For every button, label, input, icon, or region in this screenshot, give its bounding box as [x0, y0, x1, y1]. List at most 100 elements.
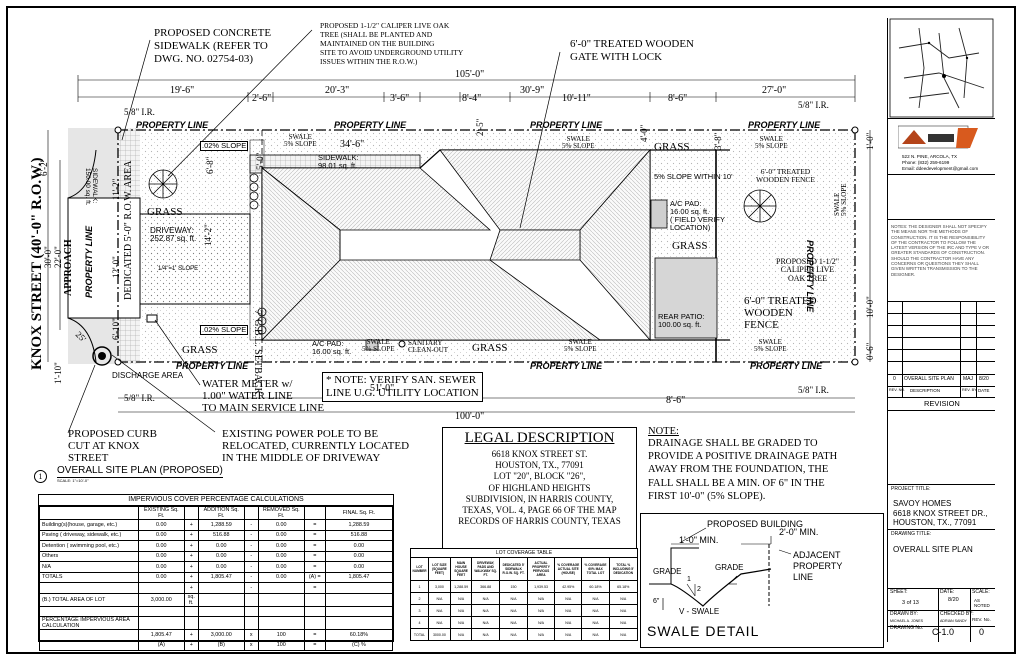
sheet-value: 3 of 13: [902, 600, 919, 606]
lot-coverage-cell: N/A: [449, 616, 473, 629]
impervious-cell: 100: [257, 639, 305, 651]
impervious-cell: 516.88: [197, 529, 245, 541]
impervious-cell: [257, 616, 305, 630]
scale-label: SCALE:: [972, 589, 990, 595]
impervious-cell: [243, 605, 259, 617]
drawn-by-label: DRAWN BY:: [890, 611, 918, 617]
impervious-cell: +: [183, 639, 199, 651]
impervious-cell: -: [243, 519, 259, 531]
plan-title: OVERALL SITE PLAN (PROPOSED): [57, 465, 223, 478]
impervious-cell: =: [303, 540, 326, 552]
impervious-cell: -: [243, 529, 259, 541]
checked-by-value: ADRIAN SANDY: [940, 619, 967, 623]
lot-coverage-cell: N/A: [527, 616, 556, 629]
note-line: FALL SHALL BE A MIN. OF 6" IN THE: [648, 477, 825, 489]
table-row: +-=: [39, 582, 394, 594]
lot-coverage-header: % COVERAGE ACTUAL SITE (HOUSE): [554, 557, 583, 581]
impervious-cell: =: [303, 582, 326, 594]
note-line: DRAINAGE SHALL BE GRADED TO: [648, 438, 818, 449]
lot-coverage-header: DRIVEWAY, PADS AND WALKWAY SQ. FT.: [471, 557, 500, 581]
impervious-cell: [324, 582, 394, 594]
dim-1-0: 1'-0": [865, 132, 875, 150]
impervious-cell: +: [183, 519, 199, 531]
dim-6-10: 6'-10": [111, 318, 121, 340]
impervious-cell: x: [243, 629, 259, 641]
impervious-cell: [197, 605, 245, 617]
lot-coverage-cell: N/A: [498, 628, 529, 641]
dim-4-0: 4'-0": [639, 124, 649, 142]
impervious-header: [303, 506, 326, 520]
swale-min1: 1'-0" MIN.: [679, 535, 719, 545]
swale-six: 6": [653, 598, 660, 605]
lot-coverage-title: LOT COVERAGE TABLE: [410, 548, 638, 557]
ir-bottom-left: 5/8" I.R.: [124, 393, 155, 403]
property-line-left: PROPERTY LINE: [84, 225, 94, 298]
impervious-cell: [183, 605, 199, 617]
impervious-cell: 0.00: [324, 550, 394, 562]
sidewalk-row-label: SIDEWALK: 150.00 sq. ft.: [84, 168, 98, 206]
impervious-cell: 3,000.00: [137, 592, 185, 607]
dim-10-0: 10'-0": [865, 296, 875, 318]
lot-coverage-cell: N/A: [449, 628, 473, 641]
legal-line: RECORDS OF HARRIS COUNTY, TEXAS: [458, 516, 621, 527]
impervious-cell: +: [183, 582, 199, 594]
legal-line: OF HIGHLAND HEIGHTS: [488, 482, 591, 493]
dim-5-0: 5'-0": [255, 152, 265, 170]
legal-line: TEXAS, VOL. 4, PAGE 66 OF THE MAP: [462, 505, 617, 516]
lot-coverage-cell: 150: [498, 580, 529, 593]
sheet-label: SHEET:: [890, 589, 908, 595]
lot-coverage-cell: TOTAL: [409, 628, 430, 641]
ac-pad-left: A/C PAD:16.00 sq. ft.: [312, 339, 352, 356]
dim-12-0: 12'-0": [111, 256, 121, 278]
impervious-cell: 0.00: [257, 540, 305, 552]
impervious-cell: [303, 605, 326, 617]
impervious-table: EXISTING Sq. Ft.ADDITION Sq. Ft.REMOVED …: [39, 506, 394, 651]
drawing-no: C-1.0: [932, 627, 955, 637]
driveway-area: DRIVEWAY:252.87 sq. ft.: [150, 226, 197, 244]
project-title-label: PROJECT TITLE:: [891, 486, 931, 492]
impervious-cell: 0.00: [324, 540, 394, 552]
impervious-header: ADDITION Sq. Ft.: [197, 506, 245, 520]
legal-title: LEGAL DESCRIPTION: [464, 430, 615, 446]
impervious-cell: =: [303, 550, 326, 562]
impervious-cell: [183, 616, 199, 630]
grass-bottom-left: GRASS: [182, 344, 218, 356]
site-plan-drawing: [47, 29, 871, 434]
impervious-table-box: IMPERVIOUS COVER PERCENTAGE CALCULATIONS…: [38, 494, 394, 651]
impervious-cell: +: [183, 571, 199, 583]
approach-label: APPROACH: [63, 239, 74, 296]
impervious-cell: [257, 582, 305, 594]
lot-coverage-cell: N/A: [428, 592, 451, 605]
grass-mid-right: GRASS: [672, 240, 708, 252]
impervious-cell: [137, 605, 185, 617]
dim-22: 22'-0": [53, 246, 63, 268]
property-line-bottom-1: PROPERTY LINE: [176, 361, 249, 371]
rev-date: 8/20: [979, 376, 989, 382]
lot-coverage-header: MAIN HOUSE SQUARE FEET: [449, 557, 473, 581]
checked-by-label: CHECKED BY:: [940, 611, 974, 617]
impervious-cell: [243, 616, 259, 630]
slope-bottom: .02% SLOPE: [200, 325, 249, 335]
lot-coverage-cell: N/A: [498, 592, 529, 605]
lot-coverage-cell: N/A: [527, 604, 556, 617]
impervious-cell: [39, 629, 139, 641]
lot-coverage-cell: N/A: [581, 628, 610, 641]
dim-1-10: 1'-10": [53, 362, 63, 384]
impervious-cell: 0.00: [257, 519, 305, 531]
impervious-cell: 1,288.59: [197, 519, 245, 531]
lot-coverage-cell: N/A: [608, 616, 639, 629]
note-line: AWAY FROM THE FOUNDATION, THE: [648, 464, 829, 476]
dim-6-8: 6'-8": [205, 156, 215, 174]
impervious-cell: +: [183, 629, 199, 641]
